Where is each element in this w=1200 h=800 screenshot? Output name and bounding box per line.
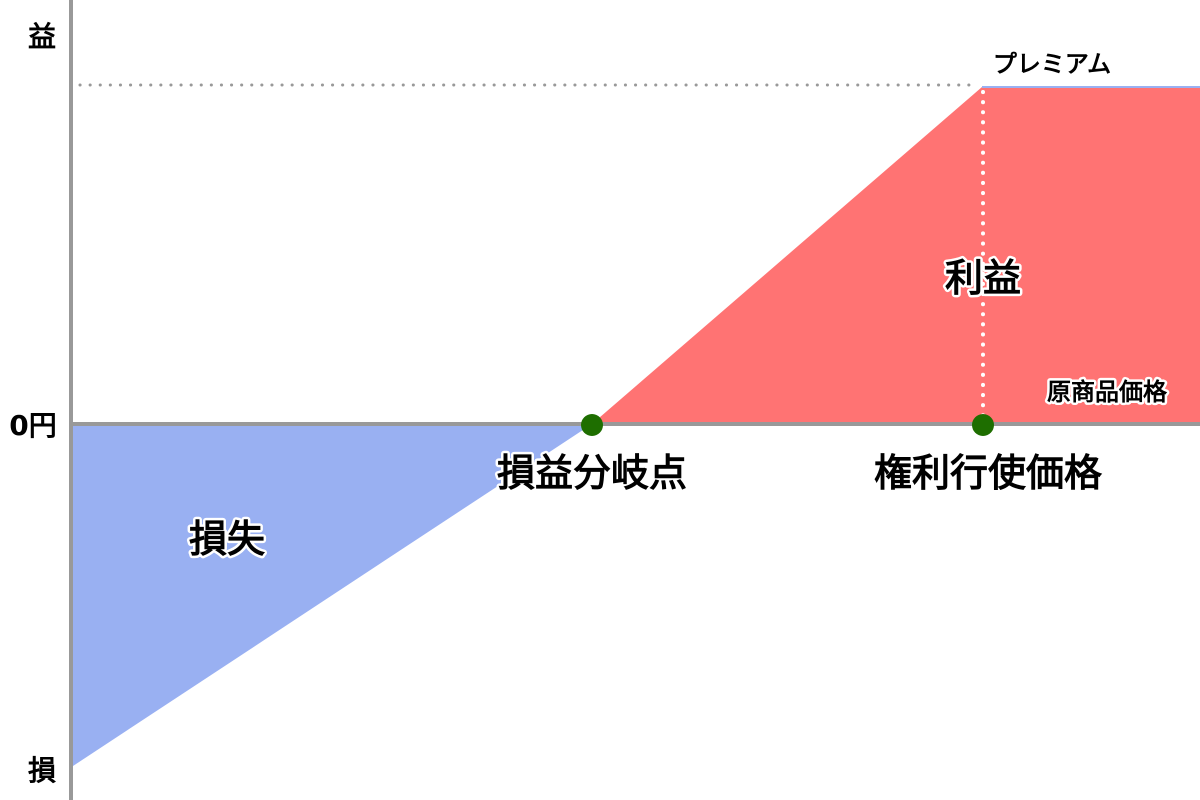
profit-label: 利益 <box>945 256 1021 300</box>
strike-label: 権利行使価格 <box>874 451 1103 495</box>
profit-area <box>592 87 1200 424</box>
loss-area <box>73 424 592 766</box>
y-axis-bottom-label: 損 <box>28 754 56 787</box>
breakeven-label: 損益分岐点 <box>497 451 687 495</box>
premium-label: プレミアム <box>993 50 1111 78</box>
underlying-price-label: 原商品価格 <box>1047 378 1168 406</box>
loss-label: 損失 <box>189 517 266 561</box>
breakeven-point <box>581 414 603 436</box>
zero-label: 0円 <box>9 409 56 442</box>
strike-point <box>972 414 994 436</box>
y-axis-top-label: 益 <box>28 20 56 53</box>
